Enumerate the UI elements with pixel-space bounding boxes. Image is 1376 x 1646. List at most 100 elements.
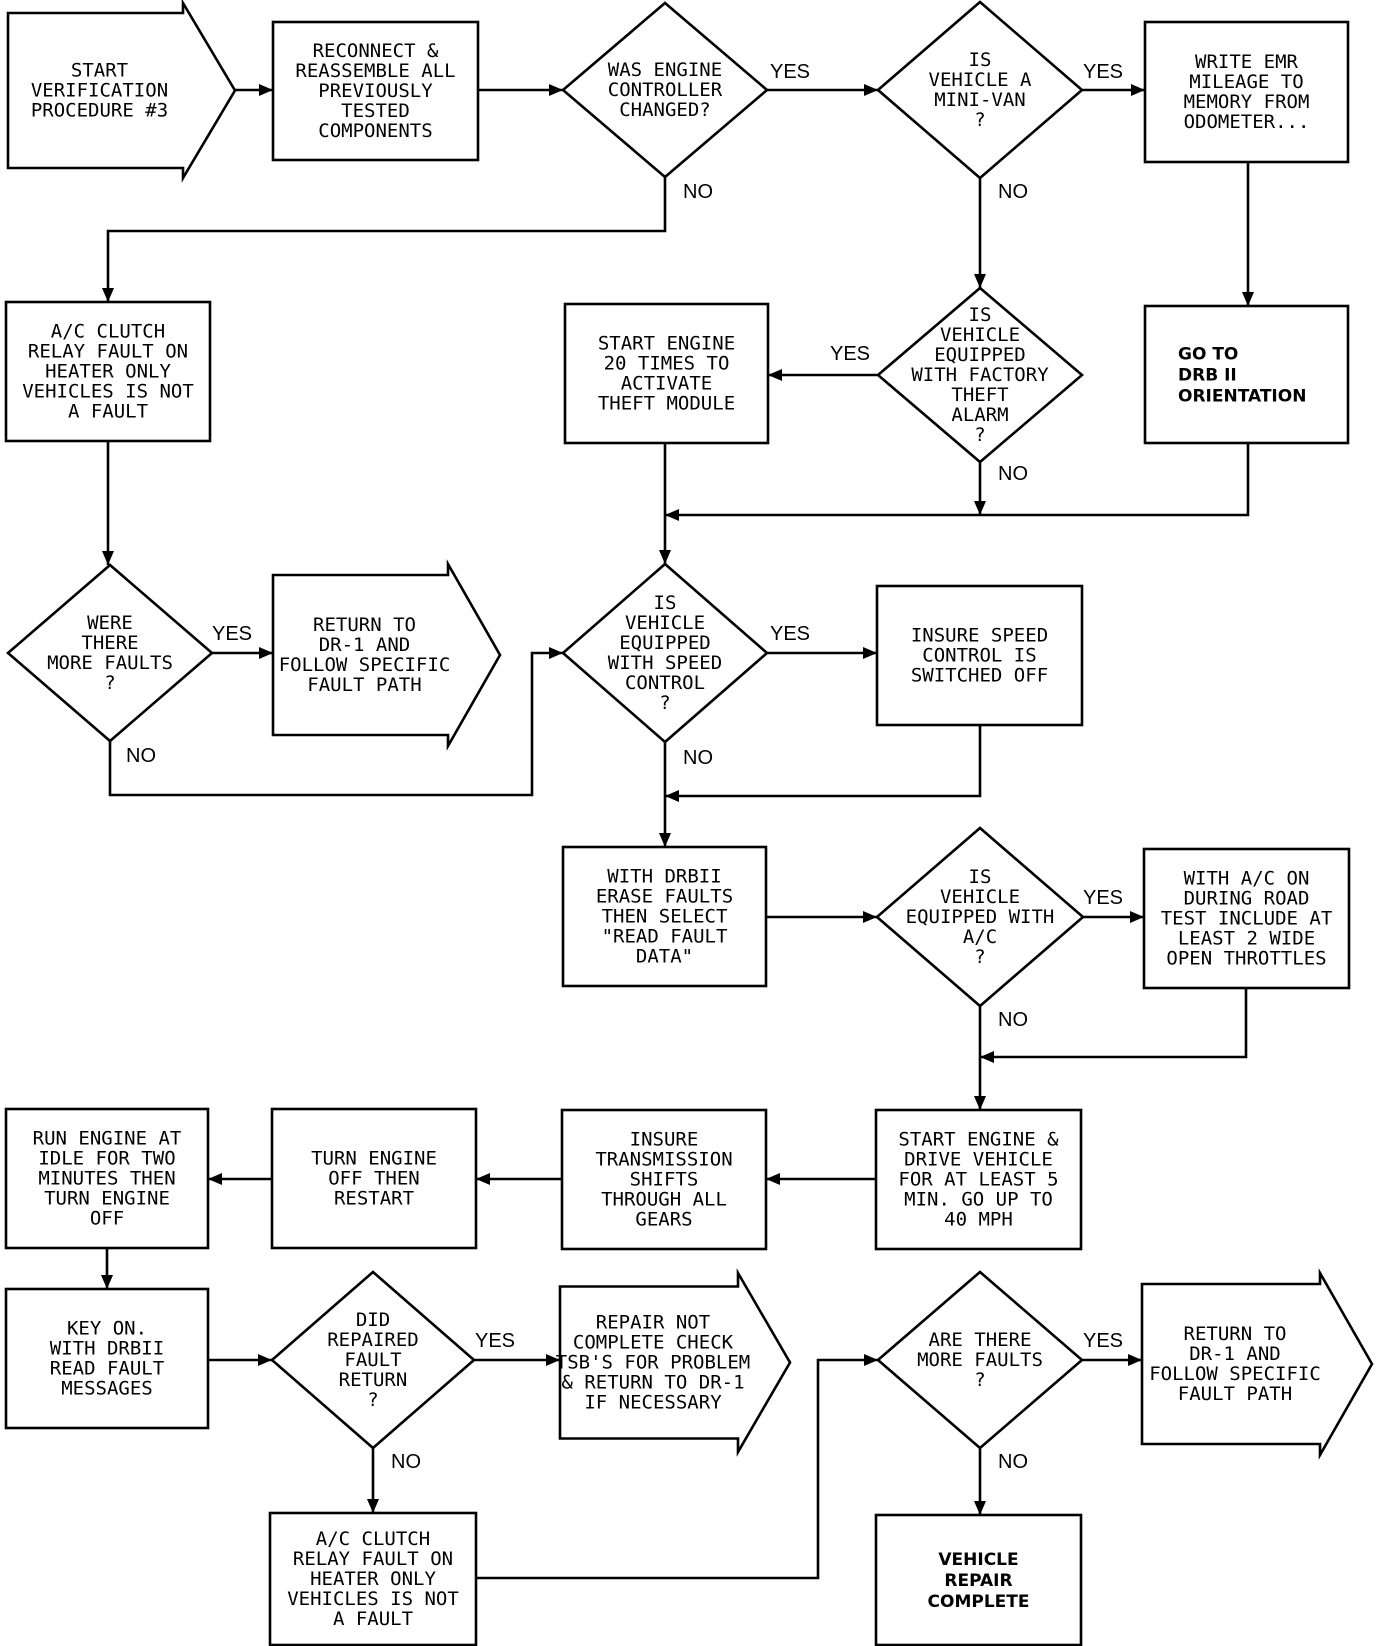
start-engine-20-process-box (563, 302, 770, 445)
arrowhead (258, 1354, 272, 1366)
no-label-engine-controller: NO (683, 181, 713, 203)
insure-trans-process-box (560, 1108, 768, 1251)
arrowhead (974, 274, 986, 288)
arrowhead (974, 1501, 986, 1515)
equipped-ac-decision (875, 826, 1085, 1008)
arrowhead (863, 647, 877, 659)
ac-road-test-process-box (1142, 847, 1351, 990)
go-to-drb-process-box (1143, 304, 1350, 445)
arrowhead (208, 1173, 222, 1185)
arrowhead (367, 1499, 379, 1513)
theft-alarm-decision (875, 286, 1085, 464)
connector-line (108, 651, 563, 797)
arrowhead (1242, 292, 1254, 306)
arrowhead (974, 501, 986, 515)
arrowhead (980, 1051, 994, 1063)
vehicle-repair-complete-process-box (874, 1513, 1083, 1646)
no-label-speed-control: NO (683, 747, 713, 769)
no-label-theft-alarm: NO (998, 463, 1028, 485)
arrowhead (102, 288, 114, 302)
arrowhead (1128, 1354, 1142, 1366)
yes-label-did-fault-return: YES (475, 1330, 515, 1352)
arrowhead (665, 509, 679, 521)
connector-line (980, 988, 1248, 1059)
no-label-minivan: NO (998, 181, 1028, 203)
turn-engine-off-process-box (270, 1107, 478, 1250)
yes-label-engine-controller: YES (770, 61, 810, 83)
did-fault-return-decision (270, 1270, 476, 1450)
repair-not-complete-terminal-arrow (558, 1268, 792, 1457)
no-label-equipped-ac: NO (998, 1009, 1028, 1031)
yes-label-more-faults-1: YES (212, 623, 252, 645)
no-label-more-faults-1: NO (126, 745, 156, 767)
arrowhead (974, 1096, 986, 1110)
arrowhead (102, 551, 114, 565)
more-faults-2-decision (876, 1270, 1084, 1450)
arrowhead (864, 1354, 878, 1366)
ac-clutch-1-process-box (4, 300, 212, 443)
ac-clutch-2-process-box (268, 1511, 478, 1646)
arrowhead (476, 1173, 490, 1185)
arrowhead (766, 1173, 780, 1185)
yes-label-equipped-ac: YES (1083, 887, 1123, 909)
connector-line (476, 1358, 878, 1580)
connectors (101, 84, 1254, 1580)
write-emr-process-box (1143, 20, 1350, 164)
arrowhead (1131, 84, 1145, 96)
no-label-more-faults-2: NO (998, 1451, 1028, 1473)
engine-ctrl-changed-decision (560, 1, 770, 179)
speed-control-decision (561, 562, 769, 744)
arrowhead (863, 911, 877, 923)
is-minivan-decision (876, 0, 1084, 180)
yes-label-more-faults-2: YES (1083, 1330, 1123, 1352)
connector-line (106, 177, 667, 302)
arrowhead (659, 833, 671, 847)
arrowhead (546, 1354, 560, 1366)
arrowhead (259, 647, 273, 659)
yes-label-minivan: YES (1083, 61, 1123, 83)
return-dr1-1-terminal-arrow (271, 559, 502, 751)
start-drive-process-box (874, 1108, 1083, 1251)
insure-speed-process-box (875, 584, 1084, 727)
arrowhead (768, 369, 782, 381)
connector-line (665, 443, 1250, 517)
connector-line (665, 725, 982, 798)
start-terminal-arrow (6, 0, 237, 183)
erase-faults-process-box (561, 845, 768, 988)
run-engine-idle-process-box (4, 1107, 210, 1250)
key-on-process-box (4, 1287, 210, 1430)
arrowhead (659, 550, 671, 564)
arrowhead (549, 84, 563, 96)
arrowhead (864, 84, 878, 96)
more-faults-1-decision (6, 563, 214, 743)
